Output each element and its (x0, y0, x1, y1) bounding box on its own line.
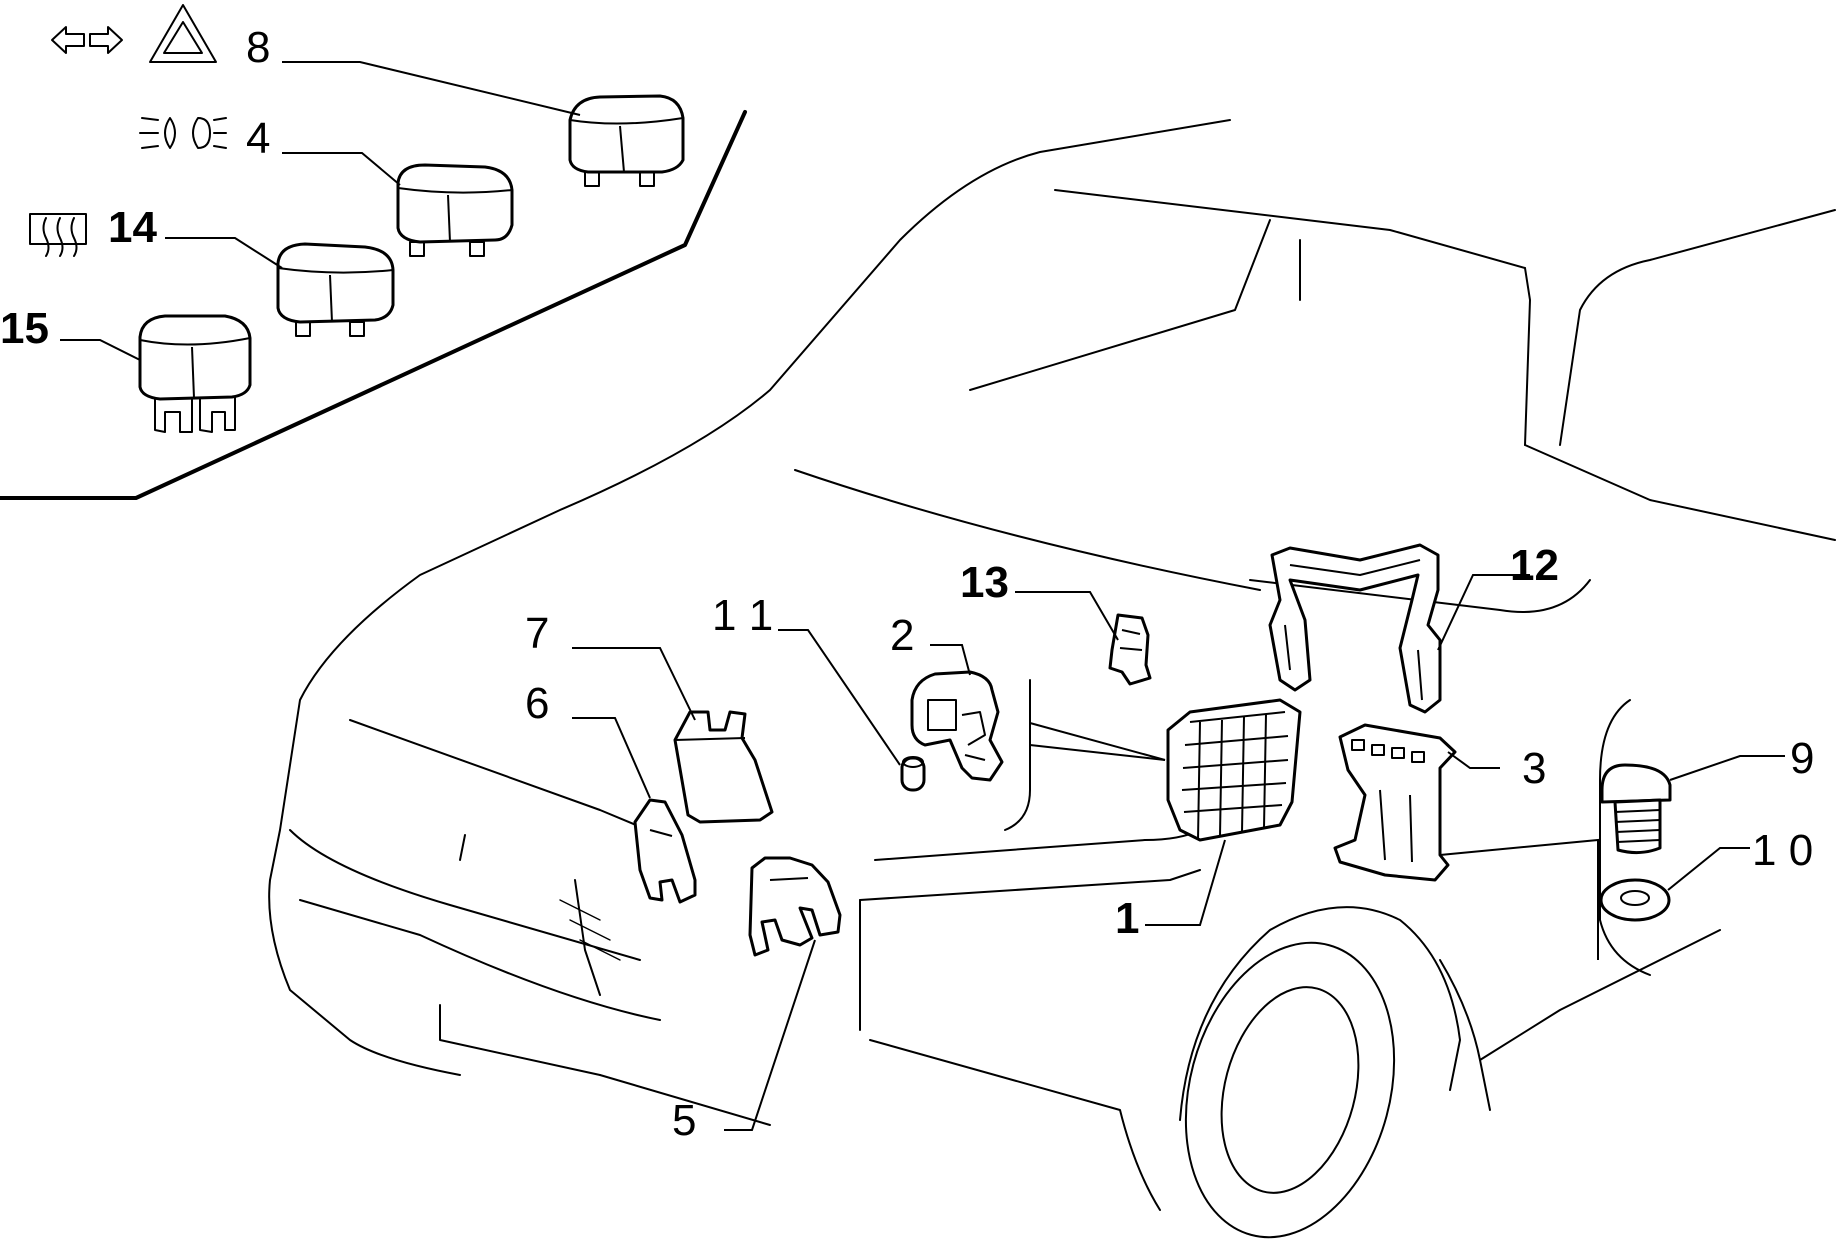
relay-15 (138, 314, 252, 433)
turn-signal-hazard-icon (51, 4, 217, 63)
relay-8 (568, 94, 685, 187)
part-9-bolt (1600, 763, 1672, 855)
callout-11: 1 1 (712, 591, 773, 640)
callout-2: 2 (890, 611, 914, 660)
callout-6: 6 (525, 679, 549, 728)
part-13-clip (1108, 613, 1152, 686)
callout-13: 13 (960, 558, 1009, 607)
part-5-bracket (748, 856, 842, 957)
relay-inset (0, 4, 747, 500)
car-outline (268, 119, 1836, 1239)
callout-10: 1 0 (1752, 826, 1813, 875)
rear-defroster-icon (29, 213, 87, 257)
leader-lines (60, 61, 1785, 1131)
callout-14: 14 (108, 203, 157, 252)
relay-4 (396, 163, 514, 257)
part-6-clip (633, 798, 697, 904)
callout-4: 4 (246, 114, 270, 163)
part-7-blade-fuse (673, 710, 774, 824)
part-11-fuse (900, 756, 926, 792)
relay-14 (276, 242, 395, 337)
callout-9: 9 (1790, 734, 1814, 783)
callout-8: 8 (246, 23, 270, 72)
headlight-icon (139, 117, 227, 149)
callout-1: 1 (1115, 894, 1139, 943)
callout-labels: 8 4 14 15 13 12 2 1 1 7 6 3 9 1 0 1 5 (0, 23, 1814, 1145)
callout-3: 3 (1522, 744, 1546, 793)
part-10-washer (1599, 878, 1671, 922)
part-3-bracket (1333, 723, 1457, 882)
callout-12: 12 (1510, 541, 1559, 590)
callout-7: 7 (525, 609, 549, 658)
part-12-bracket (1268, 543, 1442, 714)
inset-border (0, 110, 747, 500)
callout-5: 5 (672, 1096, 696, 1145)
callout-15: 15 (0, 304, 49, 353)
part-2-holder (910, 670, 1004, 782)
part-1-fuse-box (1166, 698, 1302, 842)
